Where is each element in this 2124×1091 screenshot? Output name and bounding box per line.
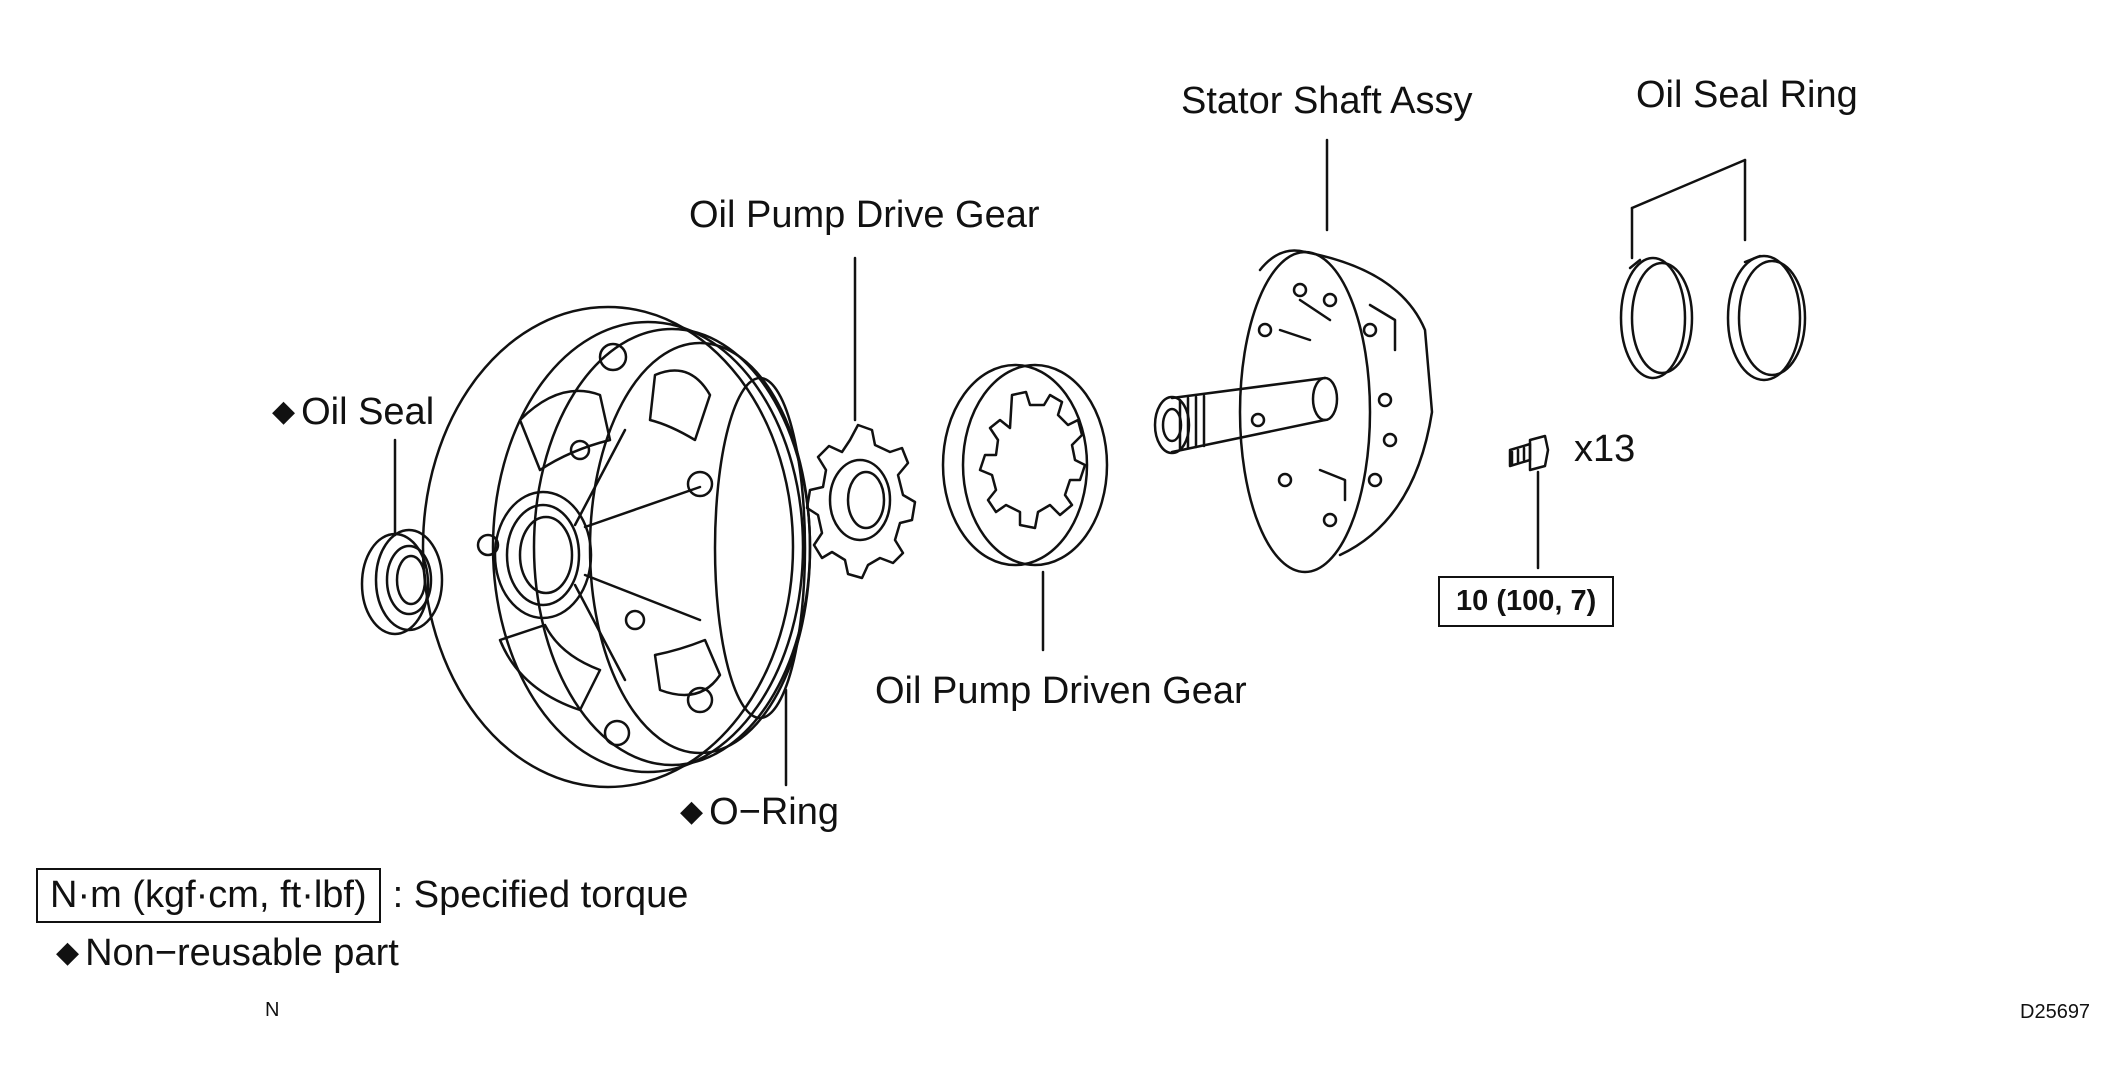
oil-pump-drive-gear-label: Oil Pump Drive Gear	[689, 194, 1040, 236]
legend-nonreusable-text: Non−reusable part	[85, 932, 399, 974]
footer-left-mark: N	[265, 999, 280, 1021]
oil-seal-ring-parts	[1619, 254, 1807, 382]
bolt-part	[1508, 434, 1550, 472]
non-reusable-diamond-icon: ◆	[56, 936, 80, 969]
bolt-count-label: x13	[1574, 428, 1636, 470]
non-reusable-diamond-icon: ◆	[272, 395, 296, 428]
stator-shaft-assy-part	[1153, 249, 1434, 574]
oil-seal-part	[360, 528, 444, 636]
legend-torque-text: : Specified torque	[392, 874, 689, 916]
stator-shaft-assy-label: Stator Shaft Assy	[1181, 80, 1473, 122]
legend-torque: N·m (kgf·cm, ft·lbf) : Specified torque	[36, 868, 688, 923]
o-ring-label: ◆O−Ring	[680, 793, 839, 831]
oil-pump-driven-gear-label: Oil Pump Driven Gear	[875, 670, 1247, 712]
oil-seal-ring-label: Oil Seal Ring	[1636, 74, 1858, 116]
legend-torque-units-box: N·m (kgf·cm, ft·lbf)	[36, 868, 381, 923]
legend-nonreusable: ◆Non−reusable part	[56, 934, 399, 972]
oil-pump-body-part	[421, 305, 812, 789]
leader-lines	[393, 138, 1747, 787]
oil-seal-text: Oil Seal	[301, 391, 435, 433]
non-reusable-diamond-icon: ◆	[680, 795, 704, 828]
oil-pump-drive-gear-part	[805, 423, 917, 580]
o-ring-text: O−Ring	[709, 791, 839, 833]
oil-pump-driven-gear-part	[941, 363, 1109, 567]
oil-seal-label: ◆Oil Seal	[272, 393, 434, 431]
bolt-torque-box: 10 (100, 7)	[1438, 576, 1615, 627]
figure-code: D25697	[2020, 1001, 2091, 1023]
